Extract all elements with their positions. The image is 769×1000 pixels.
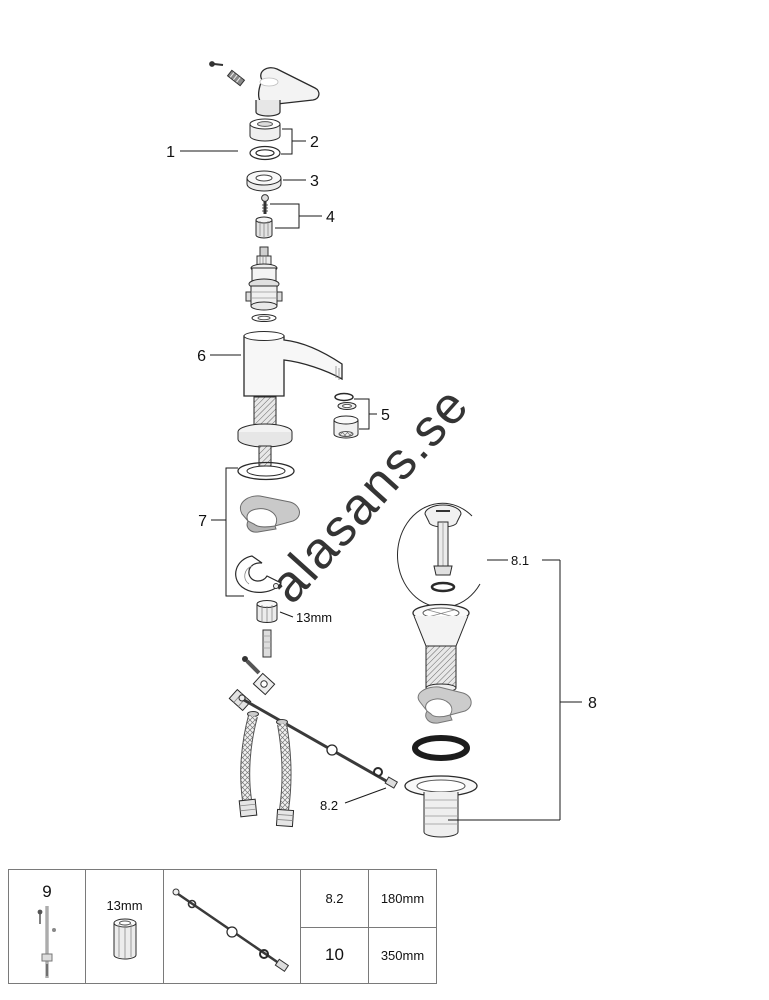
cartridge xyxy=(245,246,283,322)
callout-2: 2 xyxy=(310,134,319,151)
drain-clamp xyxy=(417,686,472,724)
legend-cell-wrench: 13mm xyxy=(86,870,164,983)
handle-lever xyxy=(255,67,320,117)
drain-o-ring xyxy=(412,735,470,761)
callout-3: 3 xyxy=(310,173,319,190)
faucet-body xyxy=(243,331,343,397)
callout-8: 8 xyxy=(588,695,597,712)
drain-funnel xyxy=(412,603,470,693)
callout-4: 4 xyxy=(326,209,335,226)
legend-length-350: 350mm xyxy=(369,926,436,984)
popup-rod xyxy=(238,694,399,789)
legend-ref-10: 10 xyxy=(301,926,369,983)
wrench-nut-drawing xyxy=(113,918,136,960)
handle-cap xyxy=(249,118,281,142)
supply-hoses xyxy=(238,711,295,828)
cartridge-nut xyxy=(255,216,273,239)
leader-lines xyxy=(180,128,582,821)
callout-8-2: 8.2 xyxy=(320,798,338,813)
cap-o-ring xyxy=(249,145,281,161)
mounting-clamp-upper xyxy=(240,495,300,533)
aerator-parts xyxy=(333,392,359,439)
legend-length-180: 180mm xyxy=(380,890,425,906)
legend-cell-rod xyxy=(164,870,301,983)
rod-kit-drawing xyxy=(172,888,290,972)
mounting-nut xyxy=(256,600,278,623)
callout-6: 6 xyxy=(197,348,206,365)
connector-cluster xyxy=(228,656,276,712)
drain-plug-assembly xyxy=(397,502,481,608)
mounting-clamp-lower xyxy=(235,555,282,593)
legend-cell-item9: 9 xyxy=(9,870,86,983)
handle-set-screws xyxy=(209,61,246,87)
legend-item9-label: 9 xyxy=(42,882,52,901)
threaded-shank xyxy=(237,396,293,467)
callout-5: 5 xyxy=(381,407,390,424)
legend-ref-8-2: 8.2 xyxy=(301,870,369,927)
item9-drawing xyxy=(37,906,56,978)
legend-wrench-label: 13mm xyxy=(106,898,143,913)
callout-7: 7 xyxy=(198,513,207,530)
mounting-ring xyxy=(246,170,282,192)
drain-tailpiece xyxy=(404,775,478,838)
callout-1: 1 xyxy=(166,144,175,161)
callout-13mm: 13mm xyxy=(296,610,332,625)
legend-table: 9 13mm xyxy=(8,869,437,984)
base-gasket xyxy=(237,461,295,481)
mounting-stud xyxy=(262,629,272,658)
callout-8-1: 8.1 xyxy=(511,553,529,568)
cartridge-screw xyxy=(261,194,269,214)
legend-cell-dims: 8.2 180mm 10 350mm xyxy=(301,870,436,983)
